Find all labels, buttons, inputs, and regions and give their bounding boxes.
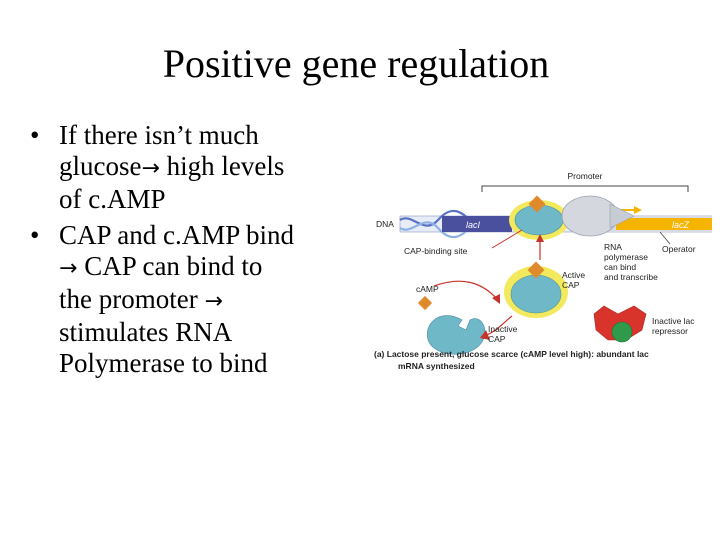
inactive-cap-label-2: CAP (488, 334, 506, 344)
bullet-text: stimulates RNA (59, 317, 233, 347)
active-cap (510, 274, 562, 314)
lac-operon-diagram: Promoter DNA lacI lacZ CAP-binding site … (374, 171, 712, 371)
laci-gene-band (442, 216, 512, 232)
bullet-line: stimulates RNA (59, 317, 348, 348)
inactive-cap (426, 315, 486, 355)
bullet-line: If there isn’t much (59, 120, 348, 151)
bullet-text: glucose (59, 151, 142, 181)
bullet-text: of c.AMP (59, 184, 166, 214)
inactive-repressor-label-2: repressor (652, 326, 688, 336)
camp-label: cAMP (416, 284, 439, 294)
lacz-label: lacZ (672, 220, 690, 230)
bullet-text: CAP and c.AMP bind (59, 220, 295, 250)
bullet-line: of c.AMP (59, 184, 348, 215)
active-cap-label-1: Active (562, 270, 585, 280)
figure-caption-line-2: mRNA synthesized (398, 361, 475, 371)
bullet-text: high levels (159, 151, 285, 181)
active-cap-label-2: CAP (562, 280, 580, 290)
dna-label: DNA (376, 219, 394, 229)
figure-caption-line-1: (a) Lactose present, glucose scarce (cAM… (374, 349, 649, 359)
operator-label: Operator (662, 244, 696, 254)
lacz-gene-band (616, 218, 712, 230)
cap-binding-site-label: CAP-binding site (404, 246, 468, 256)
rna-polymerase-label-2: polymerase (604, 252, 648, 262)
arrow-icon: → (204, 289, 223, 314)
bullet-line: glucose→ high levels (59, 151, 348, 184)
promoter-bracket (481, 185, 689, 192)
arrow-icon: → (59, 256, 78, 281)
bullet-line: Polymerase to bind (59, 348, 348, 379)
bullet-line: → CAP can bind to (59, 251, 348, 284)
rna-polymerase-label-1: RNA (604, 242, 622, 252)
bullet-line: CAP and c.AMP bind (59, 220, 348, 251)
bound-camp (528, 195, 546, 213)
bullet-text: Polymerase to bind (59, 348, 268, 378)
bullet-marker: • (30, 120, 40, 150)
lac-operon-figure: Promoter DNA lacI lacZ CAP-binding site … (372, 164, 712, 382)
bullet-marker: • (30, 220, 40, 250)
rna-polymerase-label-3: can bind (604, 262, 636, 272)
bullet-line: the promoter → (59, 284, 348, 317)
free-camp (417, 295, 433, 311)
inducer-molecule (611, 321, 633, 343)
slide-title: Positive gene regulation (162, 41, 550, 86)
bullet-text: the promoter (59, 284, 205, 314)
inactive-repressor-label-1: Inactive lac (652, 316, 695, 326)
bullet-text: CAP can bind to (77, 251, 263, 281)
rna-polymerase-label-4: and transcribe (604, 272, 658, 282)
arrow-icon: → (141, 156, 160, 181)
active-cap-camp (527, 261, 545, 279)
rna-polymerase (561, 195, 619, 237)
bullet-text: If there isn’t much (59, 120, 259, 150)
camp-binding-arrow (433, 280, 499, 301)
laci-label: lacI (466, 220, 481, 230)
inactive-cap-label-1: Inactive (488, 324, 518, 334)
promoter-label: Promoter (568, 171, 603, 181)
